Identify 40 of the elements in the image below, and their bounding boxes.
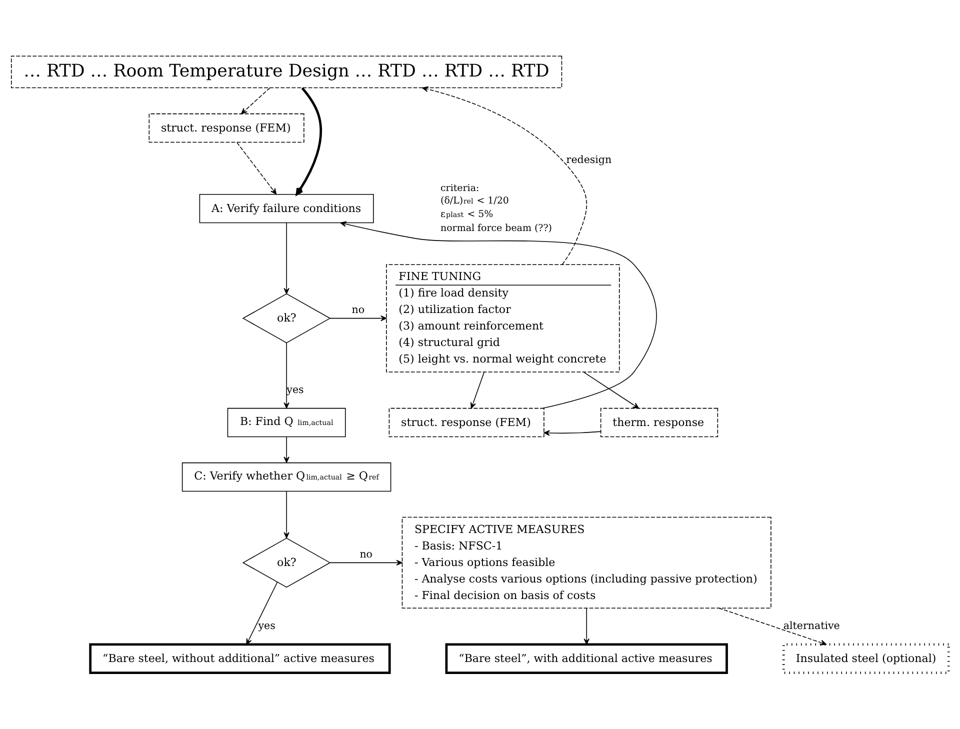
edge-label: alternative: [783, 620, 840, 632]
node-label: εplast < 5%: [440, 208, 494, 220]
arrow: [236, 142, 277, 195]
arrow: [284, 342, 290, 409]
node-box: therm. response: [600, 408, 718, 438]
arrow: [470, 372, 484, 409]
node-box: FINE TUNING (1) fire load density (2) utilization factor (3) amount reinforcement (4) structural grid (5) leight vs. normal weight concrete: [386, 264, 620, 372]
arrow: [330, 315, 387, 322]
node-box: struct. response (FEM): [148, 113, 304, 143]
node-box: C: Verify whether Qlim,actual ≥ Qref: [182, 462, 392, 492]
node-label: criteria:: [440, 182, 480, 194]
edge-label: redesign: [566, 154, 612, 166]
arrow: [544, 430, 602, 436]
arrow: [584, 608, 590, 645]
edge-label: yes: [258, 620, 276, 632]
arrow: [284, 490, 290, 538]
arrow: [718, 608, 827, 646]
arrow: [240, 88, 270, 114]
node-box: “Bare steel”, with additional active measures: [445, 643, 728, 674]
node-diamond: ok?: [242, 538, 331, 588]
node-box: “Bare steel, without additional” active measures: [89, 643, 391, 674]
node-diamond: ok?: [242, 293, 331, 344]
node-box: … RTD … Room Temperature Design … RTD … RTD … RTD: [10, 56, 562, 88]
node-label: normal force beam (??): [440, 223, 552, 234]
node-box: SPECIFY ACTIVE MEASURES - Basis: NFSC-1 - Various options feasible - Analyse costs various options (including passive protection) - Final decision on basis of costs: [402, 516, 772, 608]
node-box: B: Find Q lim,actual: [227, 408, 346, 438]
node-box: Insulated steel (optional): [782, 643, 950, 674]
arrow: [284, 436, 290, 463]
arrow: [284, 222, 290, 294]
node-label: (δ/L)rel < 1/20: [440, 196, 509, 206]
arrow: [583, 372, 640, 409]
edge-label: no: [360, 548, 372, 560]
arrow: [340, 221, 657, 409]
node-box: A: Verify failure conditions: [199, 194, 374, 224]
arrow: [330, 560, 402, 566]
arrow: [296, 87, 322, 196]
arrow: [422, 86, 587, 265]
arrow: [246, 582, 278, 645]
node-box: struct. response (FEM): [388, 408, 544, 438]
edge-label: no: [352, 304, 365, 316]
